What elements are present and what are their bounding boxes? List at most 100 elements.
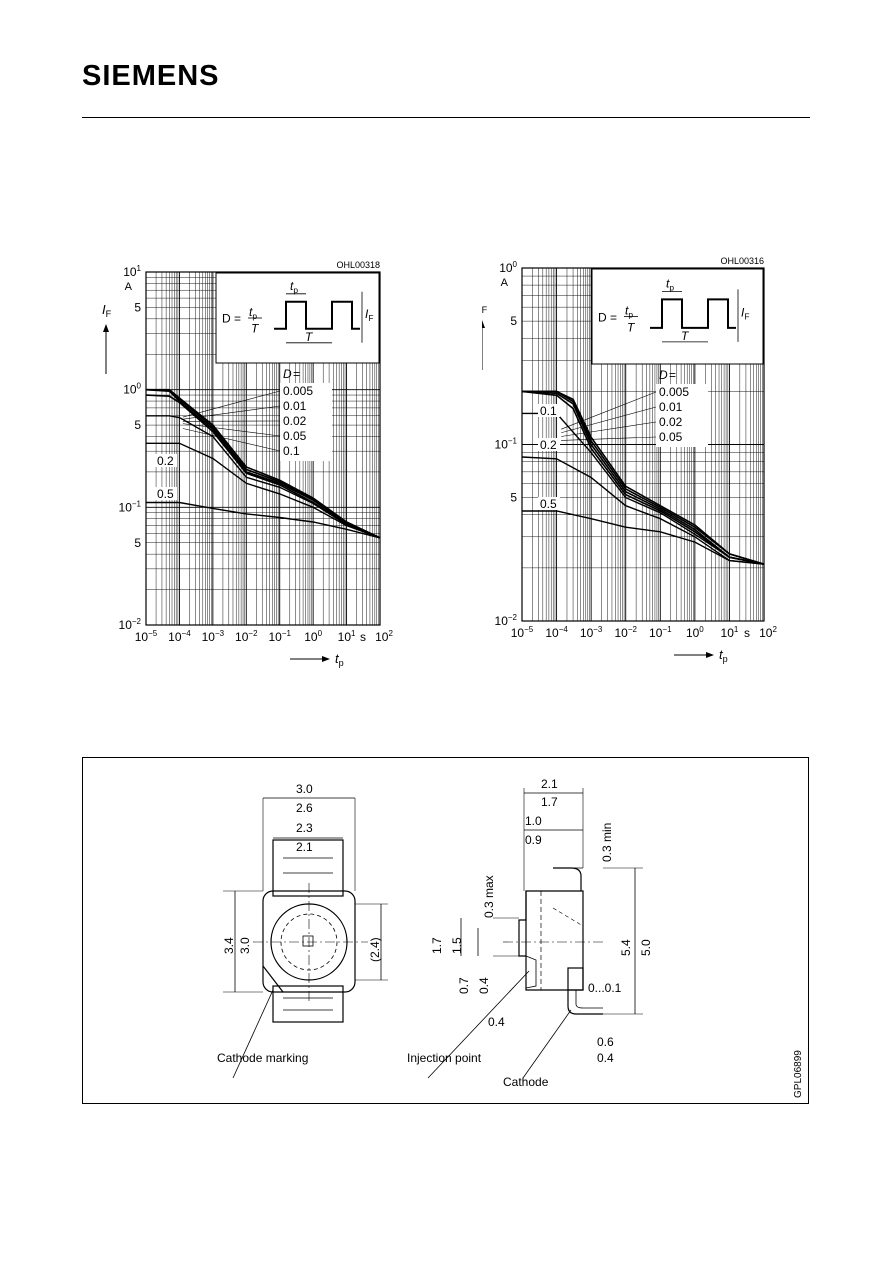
y-tick-label: 100 <box>123 382 141 397</box>
y-axis-title: IF <box>102 302 112 319</box>
cathode-marking-label: Cathode marking <box>217 1051 308 1065</box>
legend-leader <box>561 421 657 437</box>
y-tick-label: 5 <box>134 536 141 550</box>
legend-label: 0.01 <box>283 399 307 413</box>
side-dim-w2-max: 1.0 <box>525 814 542 828</box>
side-dim-top: 0.3 min <box>600 823 614 862</box>
front-dim-outer-min: 2.6 <box>296 801 313 815</box>
legend-leader <box>561 436 657 441</box>
x-axis-arrowhead <box>322 656 330 662</box>
legend-leader <box>182 423 281 437</box>
x-tick-unit: s <box>744 626 750 640</box>
legend-leader <box>561 391 657 430</box>
series-label-bg <box>155 487 177 500</box>
x-tick-label: 101 <box>721 625 739 640</box>
siemens-logo: SIEMENS <box>82 60 220 92</box>
side-dim-h-max: 5.4 <box>619 939 633 956</box>
x-tick-label: 101 <box>338 629 356 644</box>
series-label-bg <box>538 438 560 451</box>
chart-code: OHL00318 <box>336 260 380 270</box>
front-dim-h-max: 3.4 <box>222 937 236 954</box>
y-tick-unit: A <box>501 277 509 289</box>
legend-label: 0.05 <box>659 430 683 444</box>
y-tick-label: 101 <box>123 264 141 279</box>
inset-formula-lhs: D = <box>222 312 241 326</box>
front-dim-h-min: 3.0 <box>238 937 252 954</box>
legend-title: D <box>659 368 668 382</box>
front-dim-inner-min: 2.1 <box>296 840 313 854</box>
legend-label: 0.1 <box>283 444 300 458</box>
x-tick-unit: s <box>360 630 366 644</box>
series-group <box>145 388 381 539</box>
y-axis-title: IF <box>482 298 488 315</box>
side-dim-b1: 0.7 <box>457 977 471 994</box>
x-tick-label: 10−1 <box>649 625 672 640</box>
legend-label: 0.005 <box>283 384 313 398</box>
series-label-0.5: 0.5 <box>157 487 174 501</box>
inset-formula-num: tp <box>625 304 633 320</box>
series-line-0.1 <box>522 412 765 565</box>
y-tick-label: 5 <box>510 491 517 505</box>
legend-background <box>280 383 332 461</box>
package-drawing: 3.0 2.6 2.3 2.1 3.4 3.0 (2.4) Cathode ma… <box>217 777 804 1098</box>
chart-code: OHL00316 <box>720 256 764 266</box>
y-axis-arrowhead <box>482 320 485 328</box>
inset-amp-label: IF <box>741 306 749 322</box>
pulse-waveform <box>650 298 736 329</box>
front-dim-inner-max: 2.3 <box>296 821 313 835</box>
side-dim-w-max: 2.1 <box>541 777 558 791</box>
y-tick-label: 5 <box>134 300 141 314</box>
side-body <box>525 890 584 991</box>
legend-label: 0.05 <box>283 429 307 443</box>
cathode-label: Cathode <box>503 1075 549 1089</box>
series-label-0.5: 0.5 <box>540 497 557 511</box>
y-tick-unit: A <box>125 281 133 293</box>
legend-leader <box>182 428 281 452</box>
inset-formula-lhs: D = <box>598 310 617 324</box>
inset-formula-den: T <box>251 321 260 335</box>
inset-pulse-label: tp <box>290 279 298 295</box>
y-axis-arrowhead <box>103 324 109 332</box>
front-tab-top <box>272 839 344 897</box>
side-dim-a2: 1.5 <box>450 937 464 954</box>
x-tick-label: 10−3 <box>202 629 225 644</box>
series-line-0.1 <box>146 415 381 539</box>
x-tick-label: 10−5 <box>135 629 158 644</box>
series-line-0.02 <box>145 388 381 539</box>
y-tick-label: 10−2 <box>119 617 142 632</box>
front-dim-outer-max: 3.0 <box>296 782 313 796</box>
series-line-0.5 <box>146 501 381 539</box>
front-dim-h-ref: (2.4) <box>368 937 382 962</box>
x-axis-arrowhead <box>706 652 714 658</box>
plot-frame <box>521 267 765 622</box>
y-tick-label: 5 <box>134 418 141 432</box>
x-tick-label: 10−3 <box>580 625 603 640</box>
pulse-chart-right: D =tpTtpTIFOHL00316D=0.0050.010.020.050.… <box>482 256 777 664</box>
pulse-waveform <box>274 300 360 330</box>
y-tick-label: 100 <box>499 260 517 275</box>
series-line-0.2 <box>146 442 381 539</box>
series-label-bg <box>538 497 560 510</box>
series-line-0.5 <box>522 510 765 565</box>
series-line-0.01 <box>522 390 765 565</box>
legend-title-eq: = <box>669 368 676 382</box>
legend-leader <box>182 390 281 418</box>
x-tick-label: 10−2 <box>614 625 637 640</box>
side-dim-c: 0...0.1 <box>588 981 622 995</box>
series-label-bg <box>538 404 560 417</box>
series-label-0.2: 0.2 <box>157 454 174 468</box>
x-tick-label: 102 <box>375 629 393 644</box>
package-drawing-code: GPL06899 <box>793 1050 804 1098</box>
legend-label: 0.005 <box>659 385 689 399</box>
x-tick-label: 10−4 <box>545 625 568 640</box>
injection-point-label: Injection point <box>407 1051 482 1065</box>
y-tick-label: 10−2 <box>495 613 518 628</box>
x-tick-label: 102 <box>759 625 777 640</box>
inset-amp-label: IF <box>365 307 373 323</box>
series-label-0.1: 0.1 <box>540 404 557 418</box>
side-dim-e2: 0.4 <box>597 1051 614 1065</box>
legend-label: 0.01 <box>659 400 683 414</box>
inset-pulse-label: tp <box>666 276 674 292</box>
y-tick-label: 10−1 <box>495 437 518 452</box>
series-label-0.2: 0.2 <box>540 438 557 452</box>
